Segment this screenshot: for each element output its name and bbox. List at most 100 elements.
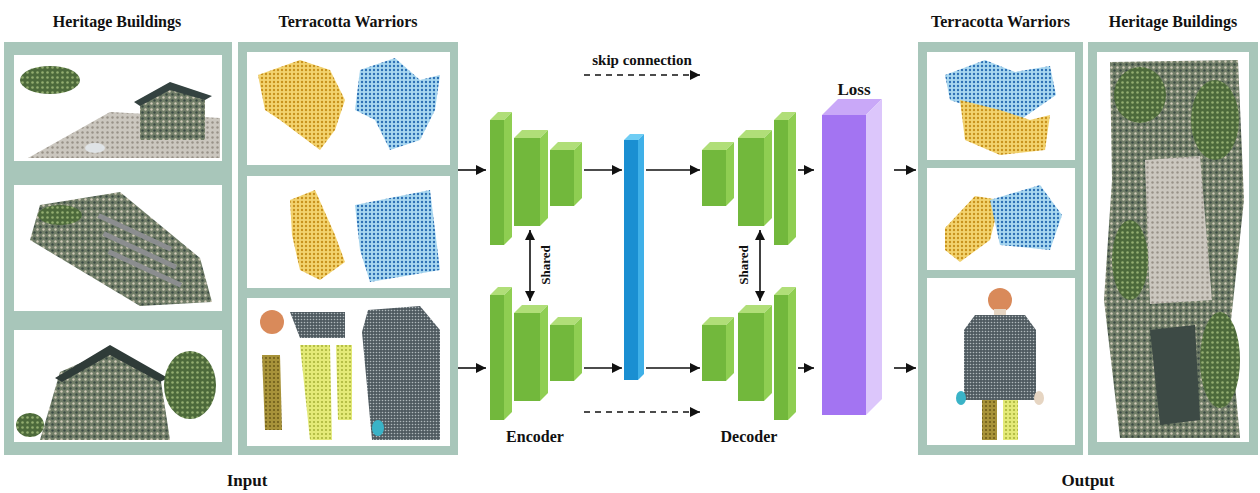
shared-arrow	[759, 230, 761, 301]
decoder-layers	[702, 112, 796, 245]
node-label: Heritage Buildings	[1109, 12, 1237, 32]
loss-slab	[822, 99, 882, 415]
decoder-layers	[726, 317, 734, 381]
encoder-layers	[540, 305, 548, 401]
input-heritage-panel	[20, 66, 80, 94]
output-heritage-panel	[1112, 220, 1148, 300]
flow-arrow	[584, 367, 622, 369]
node-label: Terracotta Warriors	[931, 12, 1070, 32]
input-heritage-panel	[164, 351, 216, 419]
input-terracotta-panel	[290, 312, 345, 338]
input-heritage-panel	[40, 350, 170, 440]
input-terracotta-panel	[247, 52, 450, 165]
output-heritage-panel	[1097, 52, 1249, 442]
encoder-layers	[504, 112, 512, 245]
decoder-layers	[774, 295, 788, 420]
connector-group	[458, 75, 916, 412]
output-heritage-panel	[1104, 60, 1244, 438]
output-terracotta-panel	[982, 400, 997, 440]
input-panel: Heritage Buildings	[2, 8, 232, 455]
edge-label: skip connection	[590, 50, 694, 70]
shared-label: Shared	[734, 245, 754, 285]
decoder-layers	[738, 313, 764, 401]
encoder-layers	[490, 287, 582, 420]
node-label: Encoder	[506, 427, 564, 447]
input-terracotta-panel	[355, 190, 440, 282]
output-heritage-panel	[1150, 325, 1200, 425]
encoder-layers	[540, 130, 548, 226]
shared-label: Shared	[536, 245, 556, 285]
flow-arrow	[894, 169, 916, 171]
latent-bar	[624, 134, 644, 380]
loss-slab	[866, 99, 882, 415]
input-heritage-panel	[38, 205, 82, 225]
decoder-layers	[702, 287, 796, 420]
flow-arrow	[458, 169, 486, 171]
section-label: Input	[227, 471, 268, 491]
encoder-layers	[514, 138, 540, 226]
output-heritage-panel	[1145, 156, 1212, 304]
input-terracotta-panel	[290, 190, 345, 280]
input-heritage-panel	[85, 143, 105, 153]
flow-arrow	[894, 367, 916, 369]
encoder-layers	[490, 112, 582, 245]
input-heritage-panel	[4, 42, 232, 455]
decoder-layers	[764, 305, 772, 401]
decoder-layers	[702, 325, 726, 381]
output-panel: Terracotta Warriors	[916, 8, 1085, 455]
input-terracotta-panel	[372, 420, 384, 436]
latent-bar	[624, 140, 638, 380]
loss-layer: Loss	[814, 76, 894, 425]
decoder-layers	[738, 138, 764, 226]
encoder-layers	[490, 120, 504, 245]
output-terracotta-panel	[964, 315, 1036, 400]
encoder-layers	[490, 112, 582, 420]
output-panel: Heritage Buildings	[1088, 8, 1258, 455]
section-label: Output	[1062, 471, 1115, 491]
input-terracotta-panel	[355, 58, 440, 150]
flow-arrow	[458, 367, 486, 369]
encoder-block: Encoder	[486, 66, 584, 448]
output-terracotta-panel	[1034, 391, 1044, 405]
shared-arrow	[529, 230, 531, 301]
input-terracotta-panel	[336, 345, 352, 420]
output-terracotta-panel	[988, 288, 1012, 312]
output-terracotta-panel	[1003, 400, 1018, 440]
input-terracotta-panel	[247, 298, 450, 446]
output-terracotta-panel	[956, 391, 966, 405]
encoder-layers	[550, 150, 574, 206]
output-terracotta-panel	[927, 168, 1075, 270]
flow-arrow	[646, 169, 700, 171]
encoder-layers	[550, 325, 574, 381]
encoder-layers	[504, 287, 512, 420]
input-terracotta-panel	[260, 310, 284, 334]
decoder-layers	[702, 150, 726, 206]
decoder-layers	[702, 112, 796, 420]
encoder-layers	[490, 295, 504, 420]
skip-arrow	[584, 74, 700, 76]
input-terracotta-panel	[238, 42, 458, 455]
shared-arrow	[530, 230, 760, 301]
encoder-layers	[574, 317, 582, 381]
node-label: Decoder	[721, 427, 778, 447]
decoder-layers	[788, 112, 796, 245]
input-heritage-panel	[14, 55, 222, 161]
output-terracotta-panel	[927, 278, 1075, 445]
encoder-layers	[574, 142, 582, 206]
input-heritage-panel	[30, 192, 212, 306]
encoder-layers	[514, 313, 540, 401]
flow-arrow	[584, 169, 622, 171]
skip-arrow	[584, 411, 700, 413]
output-heritage-panel	[1200, 312, 1240, 408]
output-terracotta-panel	[927, 52, 1075, 160]
decoder-layers	[788, 287, 796, 420]
input-terracotta-panel	[300, 345, 332, 440]
input-heritage-panel	[14, 185, 222, 311]
output-heritage-panel	[1088, 42, 1258, 455]
node-label: Loss	[837, 80, 870, 100]
output-heritage-panel	[1088, 42, 1258, 455]
input-heritage-panel	[16, 413, 44, 437]
